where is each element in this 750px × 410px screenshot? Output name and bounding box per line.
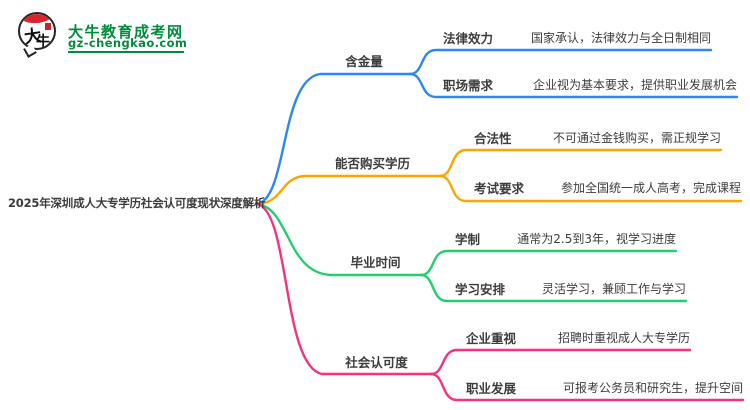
branch-graduation-lower-connector	[419, 273, 688, 303]
site-logo: 大 牛 大牛教育成考网 gz-chengkao.com	[18, 8, 228, 60]
child-exam-requirement-desc: 参加全国统一成人高考，完成课程	[560, 181, 741, 195]
logo-bull-icon: 大 牛	[18, 10, 58, 58]
child-study-arrangement-label: 学习安排	[455, 282, 506, 297]
branch-recognition-upper-connector	[429, 348, 692, 376]
child-legality-label: 合法性	[474, 131, 512, 146]
child-study-arrangement-desc: 灵活学习，兼顾工作与学习	[541, 282, 686, 296]
branch-value-label: 含金量	[345, 54, 383, 69]
logo-char-niu: 牛	[36, 34, 50, 50]
branch-purchasability-connector	[255, 174, 442, 206]
brand-underline	[68, 51, 184, 53]
child-employer-attention-label: 企业重视	[466, 331, 517, 346]
child-study-length-label: 学制	[455, 232, 481, 247]
child-exam-requirement-label: 考试要求	[474, 181, 525, 196]
child-legal-effect-desc: 国家承认，法律效力与全日制相同	[530, 31, 711, 45]
child-legality-desc: 不可通过金钱购买，需正规学习	[552, 131, 721, 145]
child-study-length-desc: 通常为2.5到3年，视学习进度	[517, 232, 676, 246]
branch-recognition-label: 社会认可度	[345, 355, 408, 370]
branch-graduation-connector	[255, 202, 423, 277]
branch-purchasability-lower-connector	[438, 174, 743, 203]
branch-value-lower-connector	[408, 72, 739, 99]
brand-name: 大牛教育成考网	[68, 23, 184, 41]
branch-purchasability-label: 能否购买学历	[334, 156, 410, 171]
branch-recognition-connector	[255, 202, 433, 376]
child-workplace-demand-desc: 企业视为基本要求，提供职业发展机会	[532, 78, 737, 92]
branch-graduation-upper-connector	[419, 249, 678, 277]
central-topic: 2025年深圳成人大专学历社会认可度现状深度解析	[8, 196, 266, 210]
child-employer-attention-desc: 招聘时重视成人大专学历	[557, 331, 690, 345]
branch-graduation-label: 毕业时间	[350, 255, 401, 270]
child-legal-effect-label: 法律效力	[443, 31, 494, 46]
branch-value-connector	[255, 72, 412, 206]
child-career-development-label: 职业发展	[466, 381, 517, 396]
child-workplace-demand-label: 职场需求	[443, 78, 494, 93]
branch-purchasability-upper-connector	[438, 148, 723, 178]
branch-value-upper-connector	[408, 48, 713, 76]
branch-recognition-lower-connector	[429, 372, 745, 402]
brand-url: gz-chengkao.com	[68, 36, 188, 50]
logo-seal-stamp	[45, 23, 51, 30]
child-career-development-desc: 可报考公务员和研究生，提升空间	[562, 381, 743, 395]
